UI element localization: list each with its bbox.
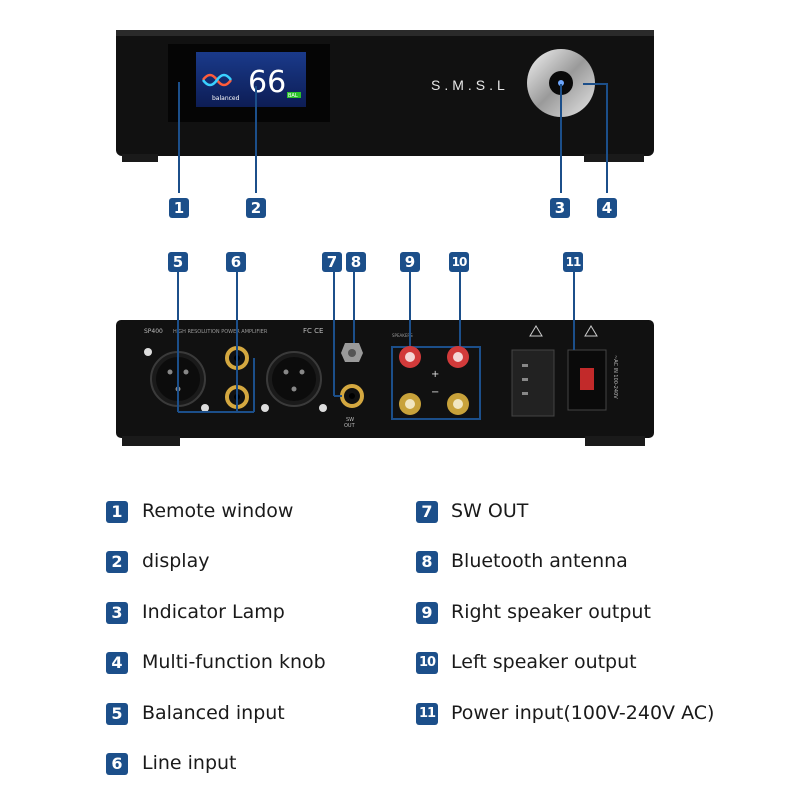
legend-text-6: Line input: [142, 752, 237, 774]
legend-badge-3: 3: [106, 602, 128, 624]
legend-badge-9: 9: [416, 602, 438, 624]
legend-text-3: Indicator Lamp: [142, 601, 285, 623]
legend-text-1: Remote window: [142, 500, 294, 522]
legend-badge-2: 2: [106, 551, 128, 573]
legend-badge-6: 6: [106, 753, 128, 775]
legend-badge-10: 10: [416, 652, 438, 674]
display-tag: BAL: [288, 93, 298, 99]
speaker-plus: +: [431, 369, 439, 380]
speaker-minus: −: [431, 387, 439, 398]
callout-11: 11: [563, 252, 583, 272]
legend-text-9: Right speaker output: [451, 601, 651, 623]
legend-badge-8: 8: [416, 551, 438, 573]
rear-model-desc: HIGH RESOLUTION POWER AMPLIFIER: [173, 329, 268, 335]
brand-logo: S.M.S.L: [431, 77, 509, 93]
callout-4: 4: [597, 198, 617, 218]
front-panel-illustration: balanced 66 BAL S.M.S.L: [116, 30, 654, 193]
front-callout-lines: [178, 82, 608, 193]
legend-text-4: Multi-function knob: [142, 651, 326, 673]
ac-label: ~AC IN 100-240V: [612, 355, 618, 399]
legend-text-8: Bluetooth antenna: [451, 550, 628, 572]
legend-text-11: Power input(100V-240V AC): [451, 702, 715, 724]
rear-model-label: SP400: [144, 328, 163, 335]
callout-9: 9: [400, 252, 420, 272]
callout-2: 2: [246, 198, 266, 218]
svg-text:FC CE: FC CE: [303, 327, 323, 335]
power-input-connector: ~AC IN 100-240V: [511, 325, 618, 417]
legend-badge-11: 11: [416, 703, 438, 725]
display-mode: balanced: [212, 95, 240, 102]
callout-10: 10: [449, 252, 469, 272]
callout-8: 8: [346, 252, 366, 272]
legend-text-2: display: [142, 550, 210, 572]
legend-badge-1: 1: [106, 501, 128, 523]
legend-text-5: Balanced input: [142, 702, 285, 724]
indicator-lamp: [558, 80, 564, 86]
display-volume: 66: [248, 65, 286, 100]
callout-5: 5: [168, 252, 188, 272]
speaker-terminals: + −: [391, 346, 481, 420]
legend-badge-5: 5: [106, 703, 128, 725]
callout-6: 6: [226, 252, 246, 272]
legend-text-7: SW OUT: [451, 500, 529, 522]
svg-text:SW: SW: [346, 417, 354, 423]
callout-1: 1: [169, 198, 189, 218]
callout-3: 3: [550, 198, 570, 218]
legend-text-10: Left speaker output: [451, 651, 637, 673]
legend-badge-7: 7: [416, 501, 438, 523]
callout-7: 7: [322, 252, 342, 272]
speakers-label: SPEAKERS: [392, 333, 413, 338]
rear-callout-lines: [177, 272, 575, 413]
legend-badge-4: 4: [106, 652, 128, 674]
rear-panel-illustration: SP400 HIGH RESOLUTION POWER AMPLIFIER FC…: [116, 272, 654, 446]
svg-text:OUT: OUT: [344, 423, 356, 429]
